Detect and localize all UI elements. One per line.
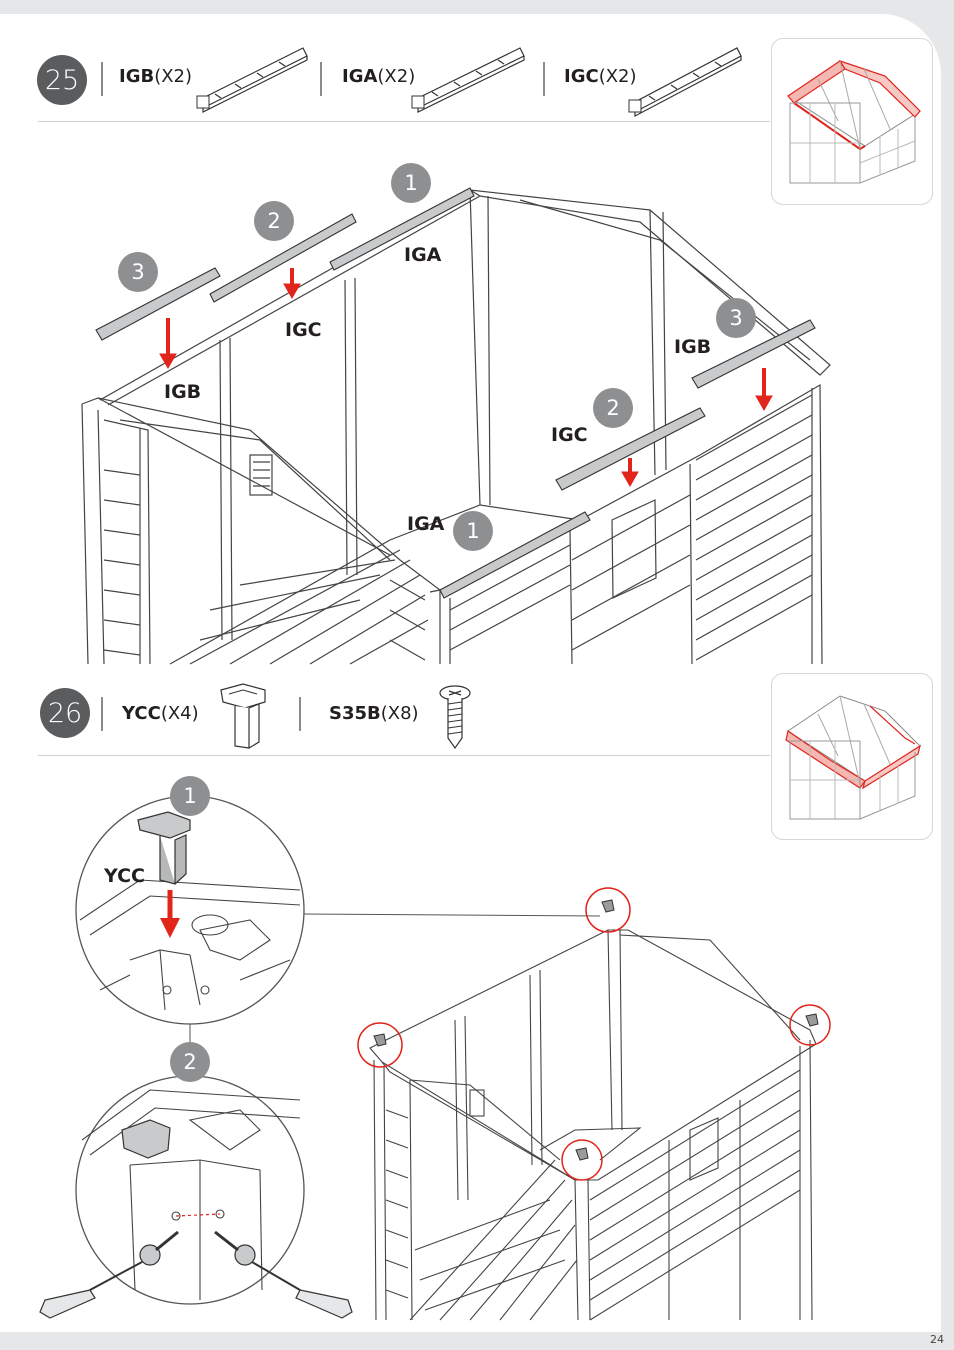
- divider: [299, 697, 301, 731]
- divider: [320, 62, 322, 96]
- label-igb-left: IGB: [164, 381, 202, 403]
- divider: [101, 697, 103, 731]
- callout-1-front: 1: [453, 511, 493, 551]
- step-25-shed-drawing: [81, 187, 831, 665]
- page-number: 24: [930, 1333, 944, 1346]
- igb-part-icon: [196, 47, 308, 113]
- step-25-number: 25: [37, 55, 87, 105]
- part-igb-label: IGB(X2): [119, 66, 193, 87]
- detail-2-callout: 2: [170, 1042, 210, 1082]
- step-26-rule: [38, 755, 770, 756]
- label-iga-front: IGA: [407, 513, 445, 535]
- divider: [101, 62, 103, 96]
- part-igc-label: IGC(X2): [564, 66, 637, 87]
- screw-icon: [439, 685, 471, 750]
- detail-1-callout: 1: [170, 776, 210, 816]
- callout-3-left: 3: [118, 252, 158, 292]
- step-26-number: 26: [40, 688, 90, 738]
- callout-3-right: 3: [716, 298, 756, 338]
- callout-2-right: 2: [593, 388, 633, 428]
- shed-roof-highlight-icon: [785, 695, 921, 820]
- callout-2-top: 2: [254, 201, 294, 241]
- label-ycc: YCC: [104, 865, 145, 887]
- ycc-bracket-icon: [220, 683, 266, 749]
- iga-part-icon: [411, 47, 525, 113]
- label-iga-top: IGA: [404, 244, 442, 266]
- divider: [543, 62, 545, 96]
- label-igc-right: IGC: [551, 424, 588, 446]
- label-igc-left: IGC: [285, 319, 322, 341]
- callout-1-top: 1: [391, 163, 431, 203]
- label-igb-right: IGB: [674, 336, 712, 358]
- part-s35b-label: S35B(X8): [329, 703, 419, 724]
- part-iga-label: IGA(X2): [342, 66, 416, 87]
- shed-roof-highlight-icon: [787, 59, 921, 184]
- part-ycc-label: YCC(X4): [122, 703, 199, 724]
- step-26-thumbnail: [771, 673, 933, 840]
- igc-part-icon: [628, 47, 742, 117]
- step-25-thumbnail: [771, 38, 933, 205]
- step-25-rule: [38, 121, 770, 122]
